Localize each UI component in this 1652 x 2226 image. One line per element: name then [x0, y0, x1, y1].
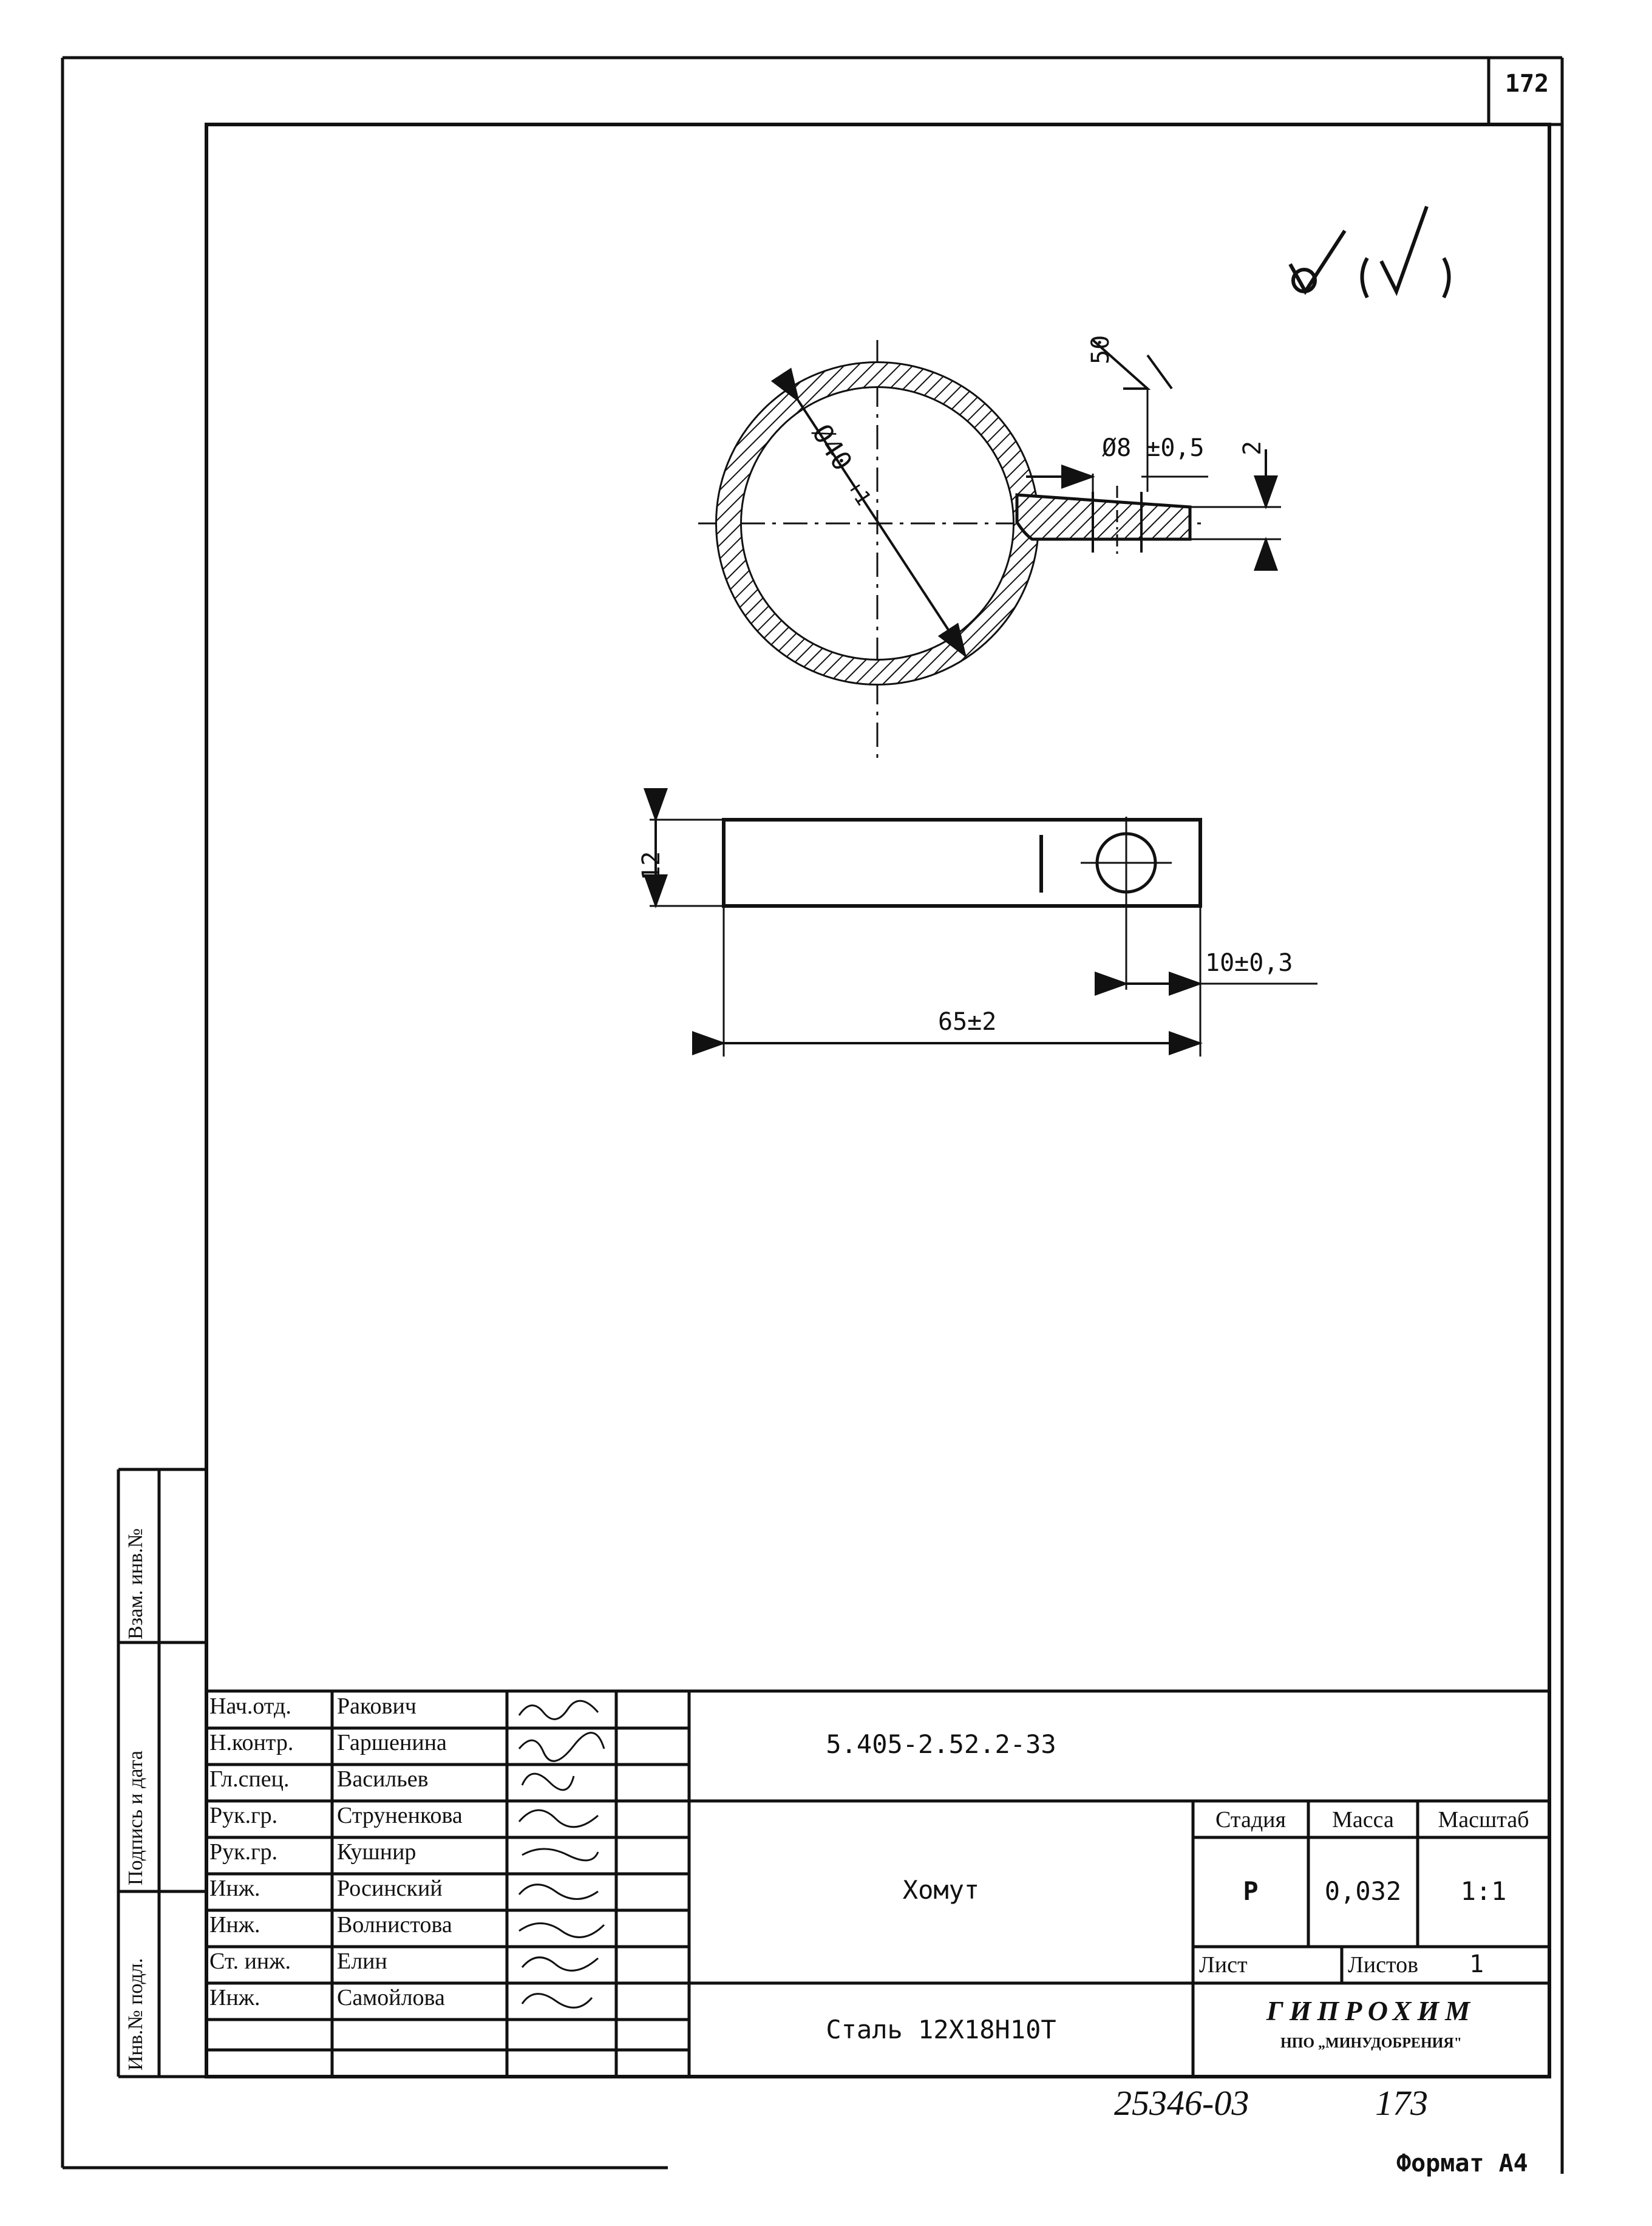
page-number: 172 — [1504, 70, 1549, 98]
sheets-label: Листов — [1348, 1952, 1419, 1978]
hole-diameter-label: Ø8 ±0,5 — [1102, 434, 1205, 462]
side-stamp-inv-podl: Инв.№ подл. — [124, 1958, 147, 2071]
stage-value: Р — [1243, 1876, 1259, 1906]
scale-header: Масштаб — [1438, 1807, 1529, 1833]
scale-value: 1:1 — [1460, 1876, 1507, 1906]
part-name: Хомут — [902, 1875, 980, 1905]
ring-view — [698, 339, 1281, 765]
staff-name: Елин — [337, 1949, 387, 1974]
roughness-sign-graphic — [1288, 205, 1451, 299]
archive-page: 173 — [1375, 2083, 1428, 2123]
stage-header: Стадия — [1215, 1807, 1286, 1833]
title-block-grid — [206, 1689, 1549, 2077]
inner-frame — [205, 123, 1551, 2078]
format-label: Формат А4 — [1396, 2149, 1528, 2177]
hole-diameter-value: Ø8 — [1102, 434, 1132, 462]
hole-offset-label: 10±0,3 — [1205, 949, 1293, 977]
staff-name: Волнистова — [337, 1912, 452, 1938]
side-stamp-podpis: Подпись и дата — [124, 1751, 147, 1885]
mass-value: 0,032 — [1324, 1876, 1402, 1906]
side-stamp-vzam: Взам. инв.№ — [124, 1528, 147, 1639]
format-value: А4 — [1498, 2149, 1528, 2177]
staff-role: Ст. инж. — [209, 1949, 291, 1974]
mass-header: Масса — [1332, 1807, 1394, 1833]
staff-name: Ракович — [337, 1693, 416, 1719]
staff-role: Рук.гр. — [209, 1839, 278, 1865]
staff-role: Инж. — [209, 1912, 260, 1938]
staff-name: Кушнир — [337, 1839, 416, 1865]
material: Сталь 12Х18Н10Т — [826, 2015, 1056, 2044]
strip-width-label: 12 — [637, 851, 665, 880]
staff-role: Инж. — [209, 1876, 260, 1901]
sheet-label: Лист — [1199, 1952, 1248, 1978]
format-label-text: Формат — [1396, 2149, 1484, 2177]
staff-role: Инж. — [209, 1985, 260, 2010]
length-label: 65±2 — [938, 1008, 996, 1036]
document-number: 5.405-2.52.2-33 — [826, 1729, 1056, 1759]
staff-role: Нач.отд. — [209, 1693, 291, 1719]
tab-thickness-label: 2 — [1239, 440, 1266, 455]
organization-subtitle: НПО „МИНУДОБРЕНИЯ" — [1280, 2035, 1462, 2051]
side-stamp-grid — [117, 1468, 206, 2078]
staff-name: Струненкова — [337, 1803, 463, 1828]
staff-role: Рук.гр. — [209, 1803, 278, 1828]
sheets-count: 1 — [1469, 1950, 1484, 1978]
staff-name: Самойлова — [337, 1985, 445, 2010]
staff-name: Росинский — [337, 1876, 443, 1901]
organization-name: ГИПРОХИМ — [1266, 1995, 1477, 2026]
staff-role: Н.контр. — [209, 1730, 294, 1755]
staff-name: Гаршенина — [337, 1730, 447, 1755]
length-value: 65 — [938, 1008, 968, 1036]
hole-diameter-tolerance: ±0,5 — [1146, 434, 1205, 462]
staff-role: Гл.спец. — [209, 1766, 290, 1792]
surface-roughness-value: 50 — [1087, 335, 1115, 364]
outer-frame — [61, 56, 1564, 2174]
archive-number: 25346-03 — [1114, 2083, 1249, 2123]
hole-offset-tolerance: ±0,3 — [1234, 949, 1293, 977]
length-tolerance: ±2 — [967, 1008, 997, 1036]
hole-offset-value: 10 — [1205, 949, 1235, 977]
strip-view — [644, 788, 1317, 1057]
staff-name: Васильев — [337, 1766, 429, 1792]
signatures — [518, 1700, 605, 2009]
